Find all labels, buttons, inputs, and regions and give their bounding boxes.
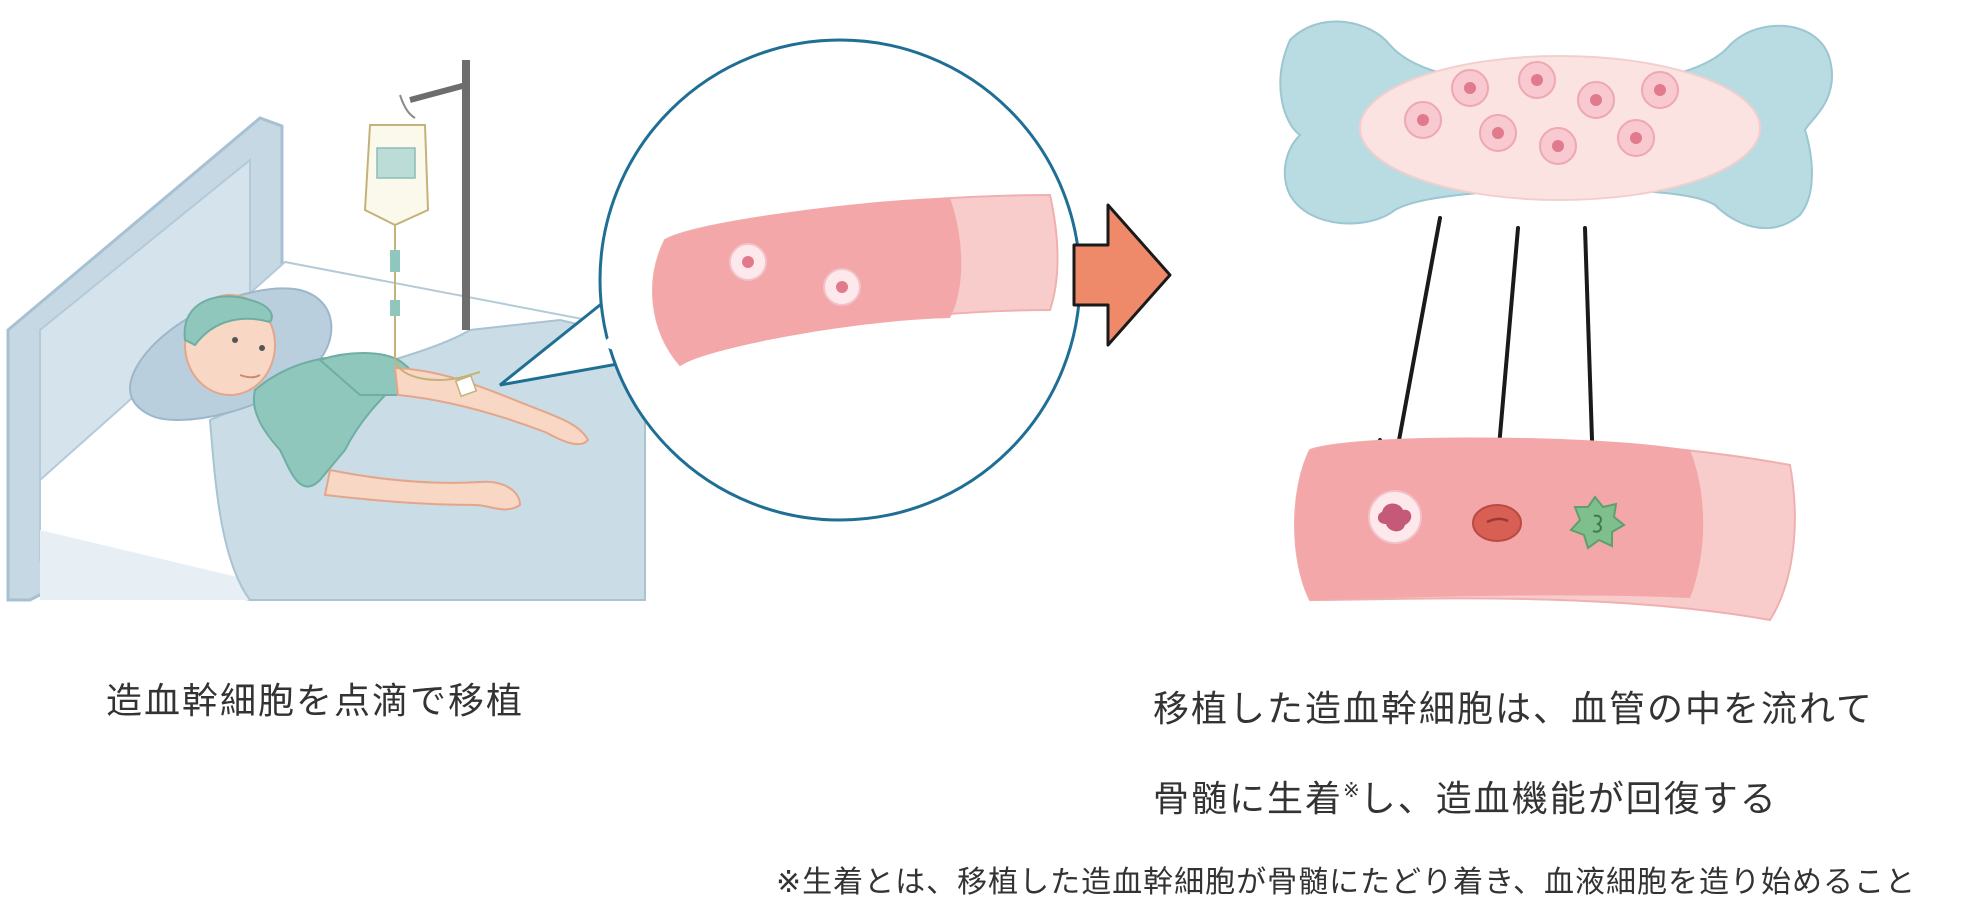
red-blood-cell	[1472, 504, 1522, 542]
arrow-to-platelet	[1575, 226, 1610, 472]
caption-line2-pre: 骨髄に生着	[1153, 779, 1344, 820]
patient-arm-upper	[393, 366, 590, 446]
engraftment-arrows	[1378, 216, 1610, 472]
platelet	[1569, 495, 1626, 550]
flow-arrow	[1072, 203, 1172, 347]
caption-transplant: 造血幹細胞を点滴で移植	[106, 681, 525, 722]
arrow-to-red-cell	[1480, 226, 1520, 472]
footnote-mark: ※	[1343, 778, 1360, 802]
patient-arm-lower	[323, 468, 522, 511]
blood-vessel-magnified	[652, 193, 1059, 367]
footnote: ※生着とは、移植した造血幹細胞が骨髄にたどり着き、血液細胞を造り始めること	[776, 865, 1917, 900]
blood-vessel-engrafted	[1294, 437, 1796, 622]
caption-engraftment-line2: 骨髄に生着※し、造血機能が回復する	[1153, 750, 1874, 830]
bed-scene	[6, 60, 646, 602]
caption-line2-post: し、造血機能が回復する	[1359, 779, 1778, 820]
bone	[1279, 20, 1833, 230]
arrow-to-white-cell	[1378, 216, 1442, 464]
magnifier	[499, 38, 1082, 522]
caption-engraftment: 移植した造血幹細胞は、血管の中を流れて 骨髄に生着※し、造血機能が回復する	[1153, 670, 1874, 830]
caption-engraftment-line1: 移植した造血幹細胞は、血管の中を流れて	[1153, 689, 1874, 730]
